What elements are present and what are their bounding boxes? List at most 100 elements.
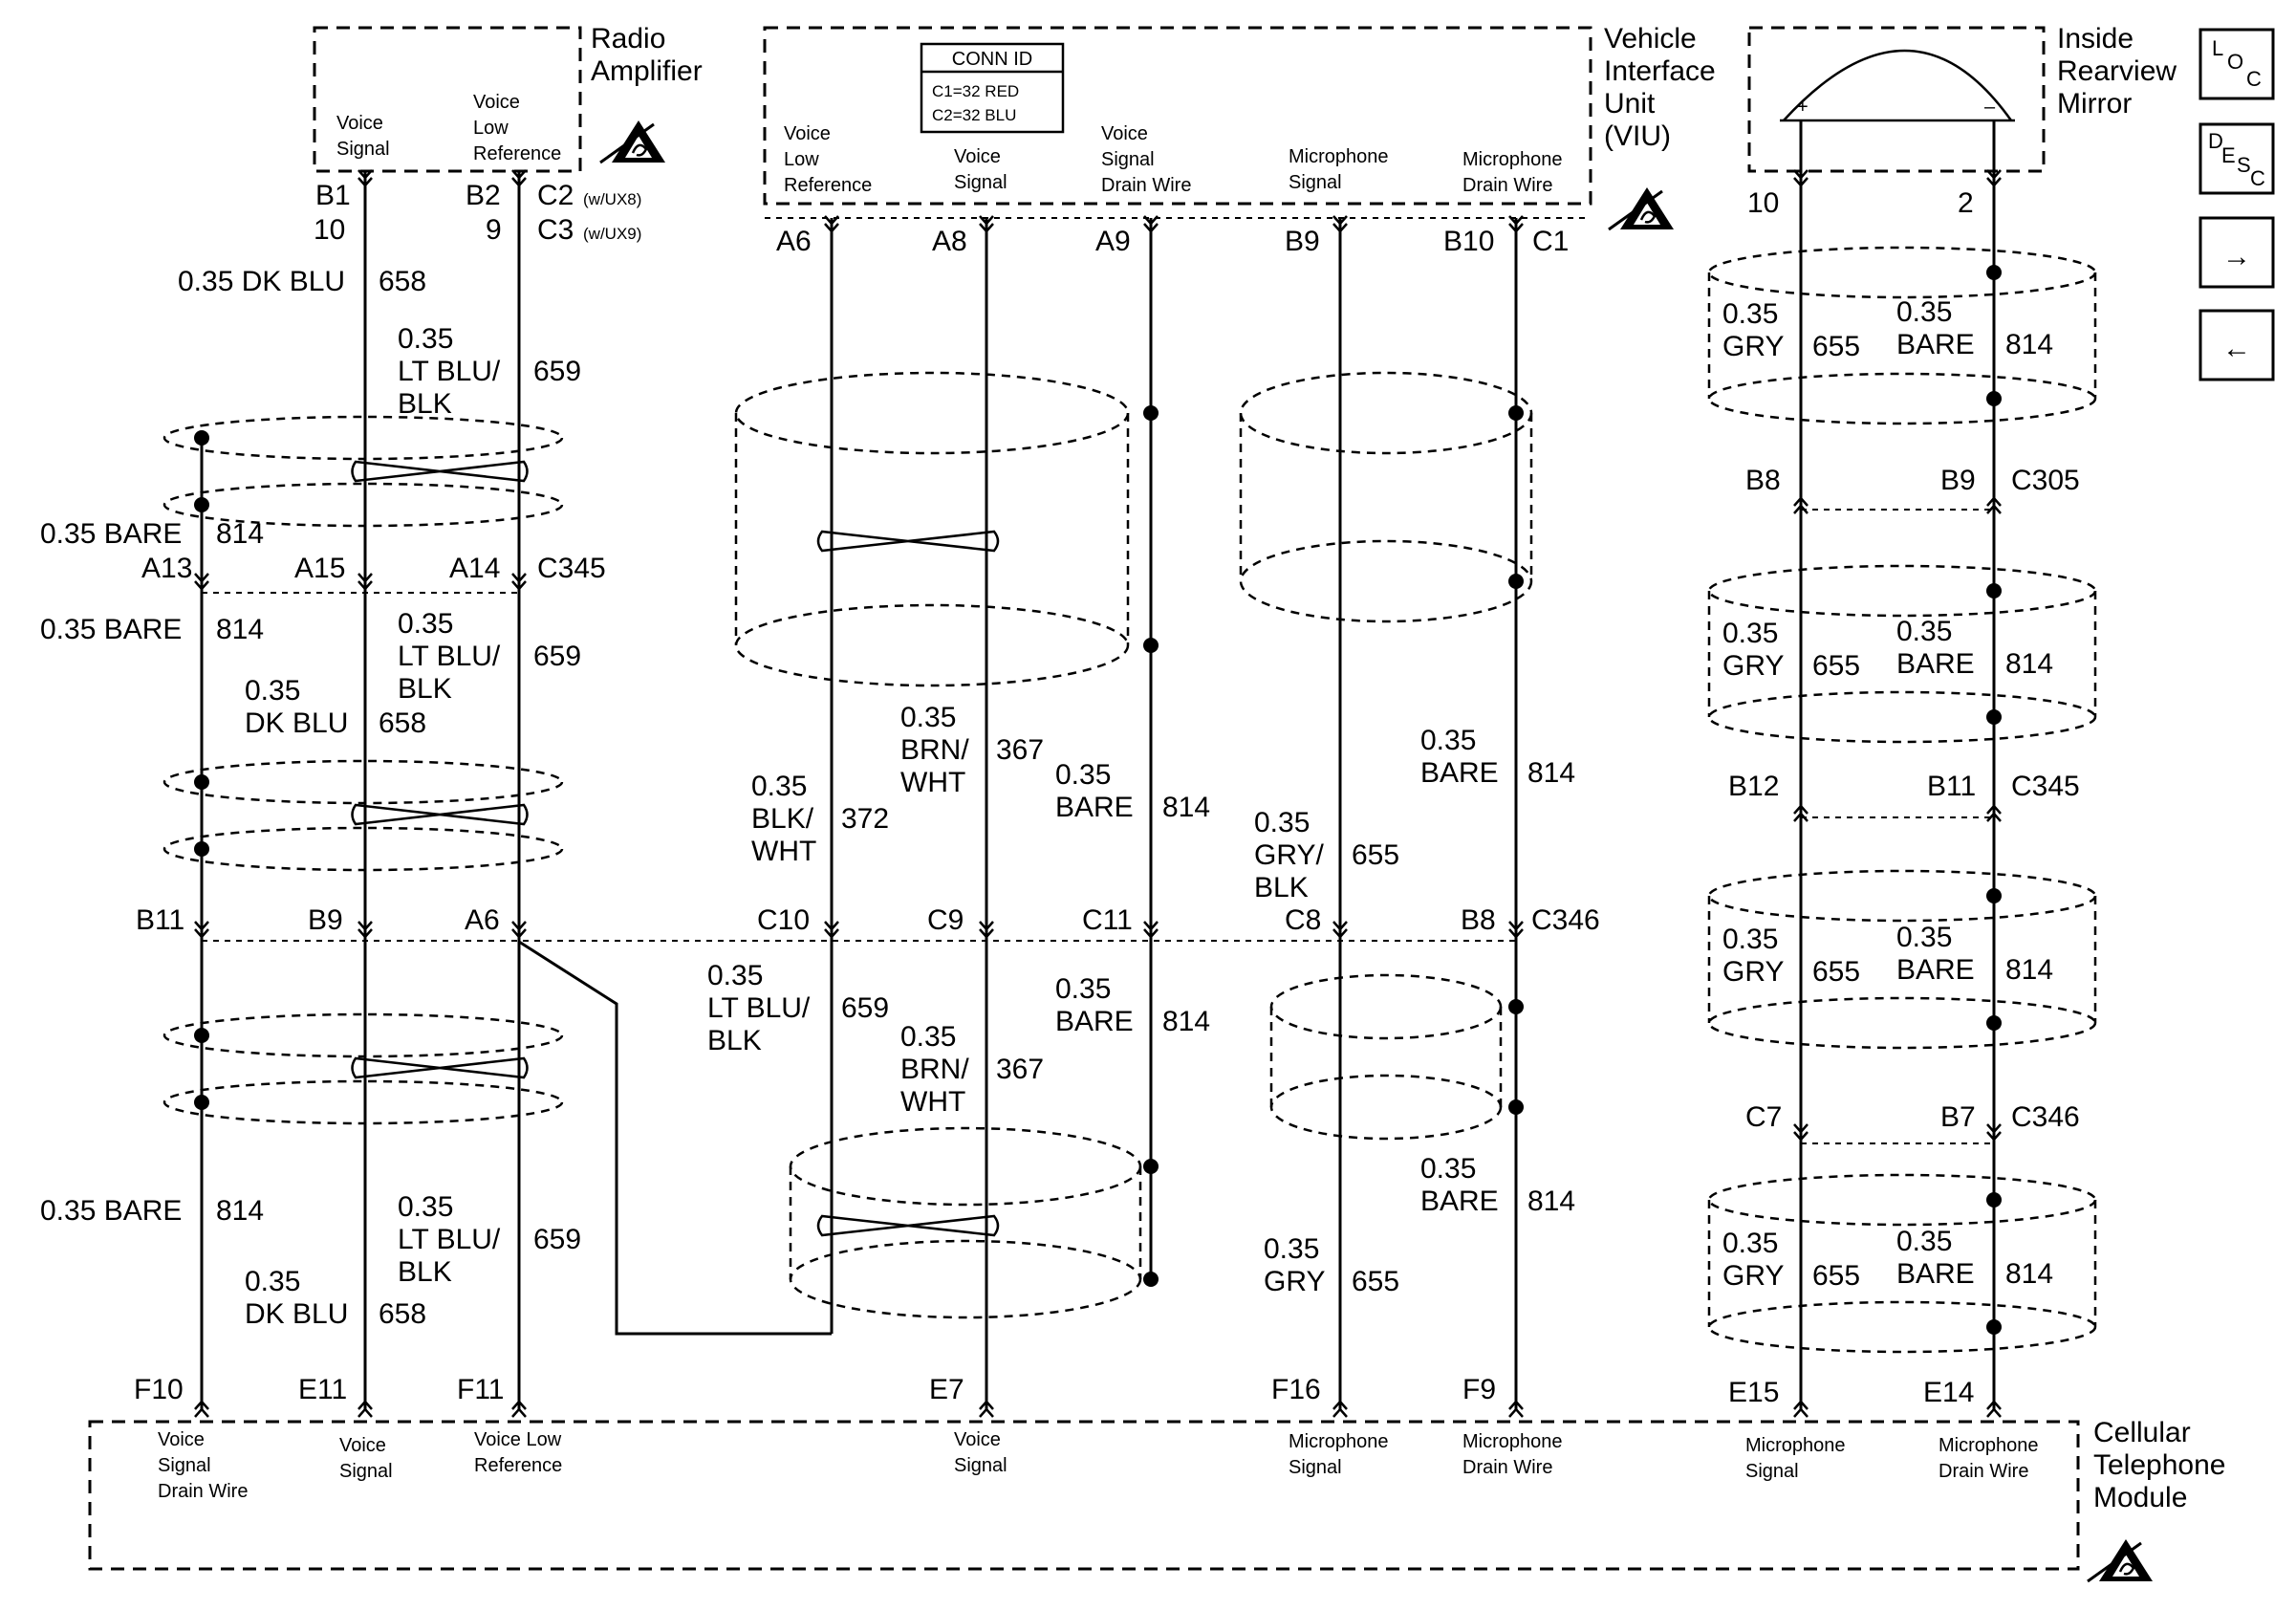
wire-label: BLK bbox=[1254, 872, 1309, 903]
pin-id: F10 bbox=[134, 1374, 184, 1405]
wire-jog bbox=[518, 940, 832, 1336]
viu-label-2: Interface bbox=[1604, 55, 1716, 87]
connector-id: C345 bbox=[537, 553, 606, 584]
wire-label: 655 bbox=[1352, 839, 1399, 871]
pin-id: B11 bbox=[1927, 771, 1976, 802]
wire-label: 0.35 BARE bbox=[40, 614, 182, 645]
minus-sign: – bbox=[1984, 97, 1996, 118]
pin-label: Signal bbox=[158, 1455, 211, 1476]
connector-chevron bbox=[194, 1400, 209, 1418]
pin-label: Signal bbox=[339, 1461, 393, 1482]
pin-id: B11 bbox=[136, 904, 184, 936]
connector-chevron bbox=[979, 921, 994, 939]
pin-label: Signal bbox=[954, 172, 1007, 193]
wire-label: 814 bbox=[1527, 1186, 1575, 1217]
wire-label: 0.35 bbox=[245, 1266, 300, 1297]
splice-dot bbox=[1508, 1099, 1524, 1115]
wire-label: BARE bbox=[1055, 1006, 1134, 1037]
wire-label: 0.35 bbox=[1896, 616, 1952, 647]
viu-box bbox=[763, 26, 1592, 206]
nav-desc-button[interactable]: D E S C bbox=[2199, 122, 2275, 195]
wire-label: 655 bbox=[1352, 1266, 1399, 1297]
connector-chevron bbox=[1986, 1400, 2002, 1418]
splice-dot bbox=[1143, 1159, 1159, 1174]
connector-chevron bbox=[1508, 1400, 1524, 1418]
pin-label: Drain Wire bbox=[1462, 175, 1552, 196]
wire-label: 658 bbox=[379, 266, 426, 297]
wire-label: GRY/ bbox=[1254, 839, 1324, 871]
splice-dot bbox=[1143, 1272, 1159, 1287]
shield bbox=[1707, 564, 2097, 744]
wire-label: 655 bbox=[1812, 1260, 1860, 1292]
cellular-module-box bbox=[88, 1420, 2080, 1571]
pin-labels: B1 10 B2 9 C2 (w/UX8) C3 (w/UX9) A6 A8 A… bbox=[134, 180, 2080, 1408]
connector-chevron bbox=[357, 1400, 373, 1418]
wire-label: 0.35 bbox=[398, 1191, 453, 1223]
mirror-box bbox=[1747, 26, 2046, 173]
conn-id-line: C1=32 RED bbox=[932, 82, 1019, 100]
wire-label: WHT bbox=[900, 1086, 965, 1118]
pin-id: A8 bbox=[932, 226, 967, 257]
plus-sign: + bbox=[1797, 97, 1809, 118]
wire-label: BLK bbox=[398, 1256, 452, 1288]
pin-label: Signal bbox=[336, 139, 390, 160]
nav-loc-button[interactable]: L O C bbox=[2199, 28, 2275, 100]
wire-label: 814 bbox=[1162, 792, 1210, 823]
connector-chevron bbox=[357, 169, 373, 187]
wire-label: 658 bbox=[379, 707, 426, 739]
pin-label: Voice bbox=[336, 113, 383, 134]
splice-dot bbox=[1986, 583, 2002, 598]
pin-label: Reference bbox=[784, 175, 872, 196]
conn-id-box: CONN ID C1=32 RED C2=32 BLU bbox=[920, 42, 1065, 134]
pin-label: Microphone bbox=[1289, 146, 1389, 167]
pin-label: Signal bbox=[1289, 1457, 1342, 1478]
pin-id: C7 bbox=[1745, 1101, 1782, 1133]
connector-chevron bbox=[824, 215, 839, 233]
wire-label: 814 bbox=[2005, 648, 2053, 680]
wire-label: BARE bbox=[1420, 757, 1499, 789]
splice-dot bbox=[1986, 1015, 2002, 1031]
connector-chevron bbox=[194, 921, 209, 939]
wire-label: 814 bbox=[1162, 1006, 1210, 1037]
prev-page-button[interactable]: ← bbox=[2199, 309, 2275, 381]
connector-chevron bbox=[1986, 804, 2002, 822]
wire-label: GRY bbox=[1722, 956, 1784, 988]
wire-label: 0.35 bbox=[245, 675, 300, 707]
wire-label: 814 bbox=[1527, 757, 1575, 789]
connector-chevron bbox=[511, 169, 527, 187]
connector-chevron bbox=[824, 921, 839, 939]
connector-id: C345 bbox=[2011, 771, 2080, 802]
wire-label: 0.35 BARE bbox=[40, 518, 182, 550]
shield bbox=[1707, 246, 2097, 425]
wire-label: LT BLU/ bbox=[707, 992, 811, 1024]
wire-label: GRY bbox=[1722, 1260, 1784, 1292]
esd-icon bbox=[2086, 1537, 2155, 1583]
connector-chevron bbox=[1332, 1400, 1348, 1418]
wire-label: 0.35 bbox=[900, 1021, 956, 1053]
pin-label: Voice bbox=[158, 1429, 205, 1450]
splice-dot bbox=[1508, 574, 1524, 589]
wire-label: LT BLU/ bbox=[398, 1224, 501, 1255]
pin-label: Drain Wire bbox=[1101, 175, 1191, 196]
pin-label: Voice Low bbox=[474, 1429, 562, 1450]
pin-label: Microphone bbox=[1462, 149, 1563, 170]
pin-label: Signal bbox=[1745, 1461, 1799, 1482]
wire-label: 0.35 bbox=[1420, 725, 1476, 756]
shield bbox=[162, 1012, 564, 1125]
splice-dot bbox=[1508, 405, 1524, 421]
shield bbox=[162, 415, 564, 528]
next-page-button[interactable]: → bbox=[2199, 216, 2275, 289]
pin-id: B1 bbox=[315, 180, 351, 211]
wire-label: 0.35 bbox=[1896, 922, 1952, 953]
vehicle-interface-unit: Vehicle Interface Unit (VIU) CONN ID C1=… bbox=[763, 23, 1716, 231]
svg-text:E: E bbox=[2221, 143, 2236, 167]
pin-id: A15 bbox=[294, 553, 345, 584]
wire-label: BARE bbox=[1896, 1258, 1975, 1290]
connector-chevron bbox=[511, 1400, 527, 1418]
wire-label: 0.35 bbox=[1722, 618, 1778, 649]
wire-label: 0.35 bbox=[1254, 807, 1310, 838]
pin-id: C11 bbox=[1082, 904, 1133, 936]
wire-label: BLK bbox=[707, 1025, 762, 1056]
conn-id-title: CONN ID bbox=[952, 49, 1032, 70]
splice-dot bbox=[1143, 405, 1159, 421]
